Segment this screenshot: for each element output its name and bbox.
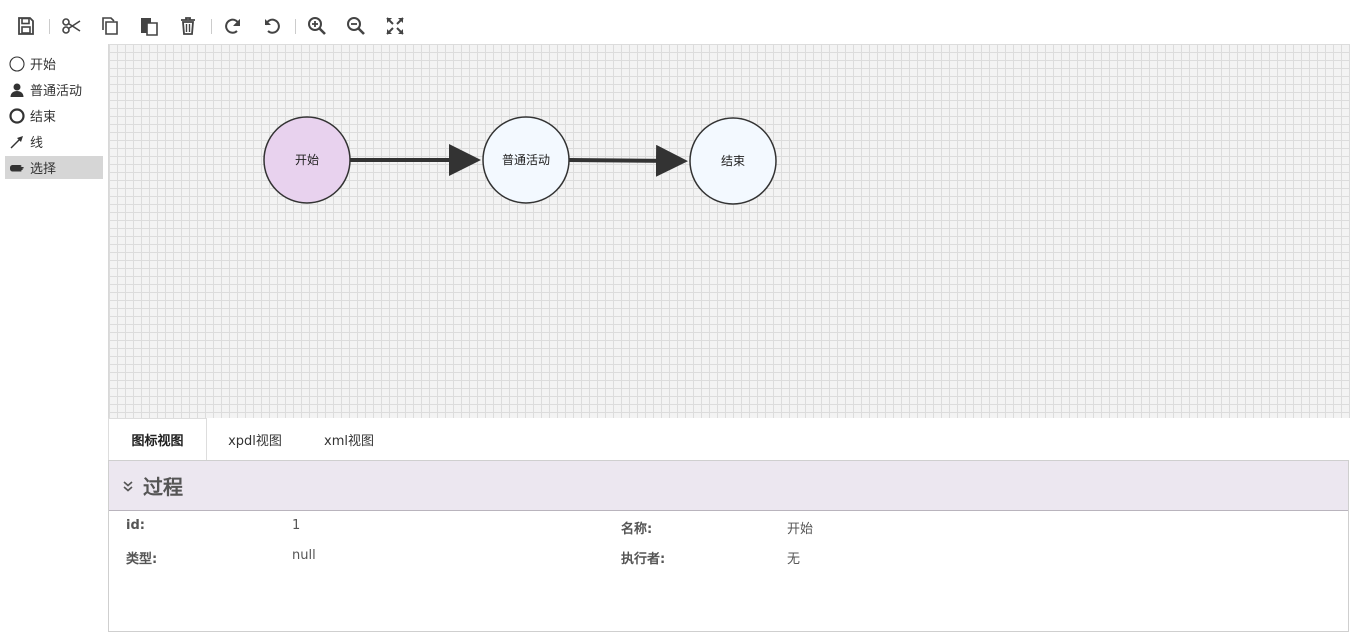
flow-edge[interactable] xyxy=(568,144,688,177)
redo-icon[interactable] xyxy=(221,14,245,38)
tab-icon-view[interactable]: 图标视图 xyxy=(108,418,207,460)
save-icon[interactable] xyxy=(14,14,38,38)
toolbar xyxy=(0,0,1352,44)
properties-panel: 过程 id: 1 名称: 开始 类型: null 执行者: 无 xyxy=(108,460,1349,632)
properties-title: 过程 xyxy=(143,475,183,499)
palette-item-start[interactable]: 开始 xyxy=(5,52,103,75)
palette-item-label: 普通活动 xyxy=(30,84,83,99)
user-icon xyxy=(8,81,26,99)
end-node-label: 结束 xyxy=(721,154,745,168)
activity-node-circle xyxy=(482,116,570,204)
delete-icon[interactable] xyxy=(176,14,200,38)
toolbar-separator xyxy=(49,19,50,34)
id-value: 1 xyxy=(292,518,301,533)
palette-item-label: 结束 xyxy=(30,110,57,125)
executor-label: 执行者: xyxy=(621,552,666,567)
toolbar-separator xyxy=(211,19,212,34)
end-node-circle xyxy=(689,117,777,205)
cut-icon[interactable] xyxy=(59,14,83,38)
name-value: 开始 xyxy=(787,522,814,537)
palette-item-end[interactable]: 结束 xyxy=(5,104,103,127)
hand-pointer-icon xyxy=(8,159,26,177)
view-tabs: 图标视图 xpdl视图 xml视图 xyxy=(108,418,1350,460)
start-node[interactable]: 开始 xyxy=(263,116,351,204)
zoom-in-icon[interactable] xyxy=(305,14,329,38)
palette: 开始 普通活动 结束 线 选择 xyxy=(0,44,108,635)
type-value: null xyxy=(292,548,316,563)
activity-node-label: 普通活动 xyxy=(502,153,550,167)
properties-header: 过程 xyxy=(109,461,1348,511)
diagram-canvas[interactable]: 开始 普通活动 结束 xyxy=(108,44,1350,418)
palette-item-label: 选择 xyxy=(30,162,57,177)
palette-item-label: 线 xyxy=(30,136,44,151)
tab-xml-view[interactable]: xml视图 xyxy=(324,433,374,449)
undo-icon[interactable] xyxy=(260,14,284,38)
paste-icon[interactable] xyxy=(137,14,161,38)
id-label: id: xyxy=(126,518,145,533)
zoom-out-icon[interactable] xyxy=(344,14,368,38)
circle-icon xyxy=(8,55,26,73)
fit-screen-icon[interactable] xyxy=(383,14,407,38)
bold-circle-icon xyxy=(8,107,26,125)
end-node[interactable]: 结束 xyxy=(689,117,777,205)
arrow-line-icon xyxy=(8,133,26,151)
diagram-svg: 开始 普通活动 结束 xyxy=(263,116,777,205)
start-node-label: 开始 xyxy=(295,153,319,167)
toolbar-separator xyxy=(295,19,296,34)
type-label: 类型: xyxy=(126,552,158,567)
executor-value: 无 xyxy=(787,552,801,567)
name-label: 名称: xyxy=(621,522,653,537)
palette-item-label: 开始 xyxy=(30,58,57,73)
copy-icon[interactable] xyxy=(98,14,122,38)
palette-item-activity[interactable]: 普通活动 xyxy=(5,78,103,101)
collapse-icon[interactable] xyxy=(121,479,135,493)
tab-xpdl-view[interactable]: xpdl视图 xyxy=(228,433,282,449)
palette-item-select[interactable]: 选择 xyxy=(5,156,103,179)
palette-item-line[interactable]: 线 xyxy=(5,130,103,153)
activity-node[interactable]: 普通活动 xyxy=(482,116,570,204)
start-node-circle xyxy=(263,116,351,204)
